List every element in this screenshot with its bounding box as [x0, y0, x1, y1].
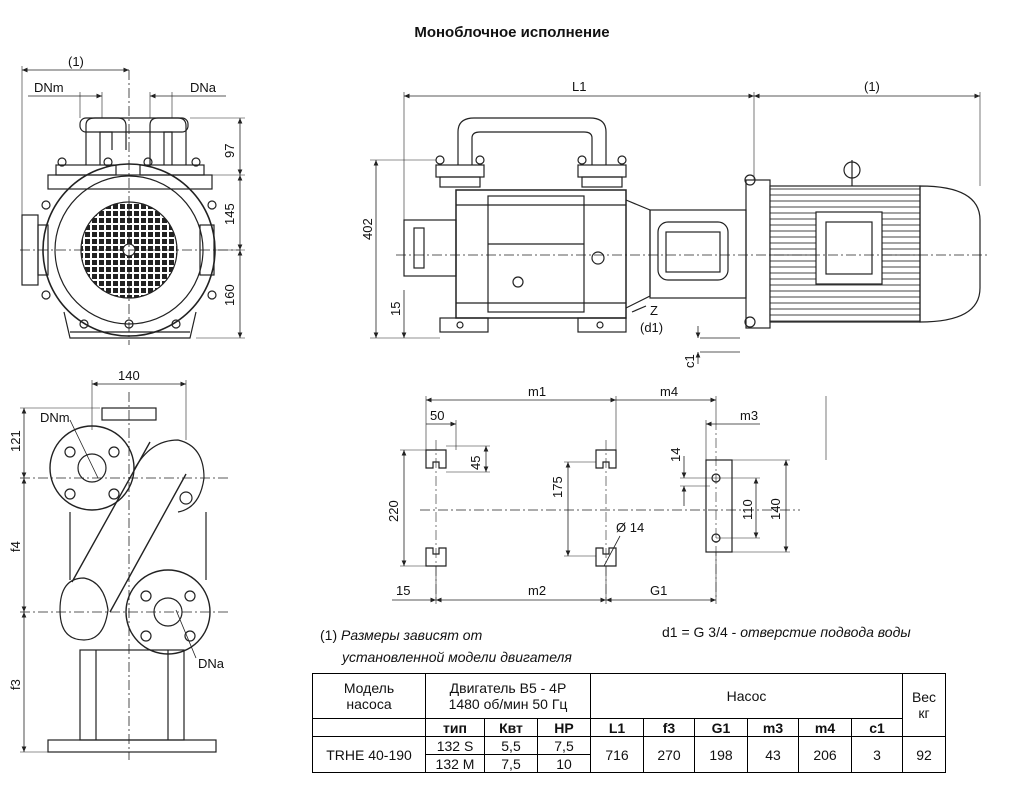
plan-view-labels: 140 121 DNm f4 f3 DNa [8, 368, 225, 690]
d1-label: d1 = G 3/4 - [662, 624, 737, 640]
cell-f3: 270 [643, 736, 695, 773]
footnote-line-1: (1) Размеры зависят от [320, 627, 482, 643]
weight-header: Вес кг [902, 673, 946, 737]
dim-side-402: 402 [360, 218, 375, 240]
dim-base-140: 140 [768, 498, 783, 520]
dim-side-c1: c1 [682, 354, 697, 368]
footnote-text-1: Размеры зависят от [341, 627, 483, 643]
base-plan [392, 396, 827, 604]
col-f3: f3 [643, 718, 695, 737]
dim-side-1: (1) [864, 79, 880, 94]
cell-hp-1: 7,5 [537, 736, 591, 755]
cell-kw-2: 7,5 [484, 754, 538, 773]
dim-side-z: Z [650, 303, 658, 318]
col-c1: c1 [851, 718, 903, 737]
dim-base-m3: m3 [740, 408, 758, 423]
cell-type-1: 132 S [425, 736, 485, 755]
model-subheader-blank [312, 718, 426, 737]
motor-header: Двигатель B5 - 4P 1480 об/мин 50 Гц [425, 673, 591, 719]
dim-front-97: 97 [222, 144, 237, 158]
footnote-number: (1) [320, 627, 338, 643]
dim-base-m1: m1 [528, 384, 546, 399]
cell-model: TRHE 40-190 [312, 736, 426, 773]
dim-front-145: 145 [222, 203, 237, 225]
d1-note: d1 = G 3/4 - отверстие подвода воды [662, 624, 911, 640]
col-hp: HP [537, 718, 591, 737]
dim-front-dnm: DNm [34, 80, 64, 95]
cell-m4: 206 [798, 736, 852, 773]
front-view [20, 66, 245, 345]
cell-g1: 198 [694, 736, 748, 773]
footnote-line-2: установленной модели двигателя [342, 649, 572, 665]
dim-front-1: (1) [68, 54, 84, 69]
col-kw: Квт [484, 718, 538, 737]
pump-header: Насос [590, 673, 903, 719]
dim-side-d1: (d1) [640, 320, 663, 335]
dim-plan-121: 121 [8, 430, 23, 452]
dim-plan-dna: DNa [198, 656, 225, 671]
dim-base-m2: m2 [528, 583, 546, 598]
col-type: тип [425, 718, 485, 737]
dim-front-dna: DNa [190, 80, 217, 95]
spec-table: Модель насоса Двигатель B5 - 4P 1480 об/… [312, 673, 946, 773]
dim-base-45: 45 [468, 456, 483, 470]
dim-base-15: 15 [396, 583, 410, 598]
dim-base-175: 175 [550, 476, 565, 498]
d1-text: отверстие подвода воды [740, 624, 911, 640]
dim-plan-f3: f3 [8, 679, 23, 690]
col-m4: m4 [798, 718, 852, 737]
page-title: Моноблочное исполнение [414, 24, 610, 41]
dim-side-15: 15 [388, 302, 403, 316]
col-m3: m3 [747, 718, 799, 737]
dim-plan-140: 140 [118, 368, 140, 383]
dim-base-50: 50 [430, 408, 444, 423]
dim-base-14: 14 [668, 448, 683, 462]
cell-type-2: 132 M [425, 754, 485, 773]
cell-c1: 3 [851, 736, 903, 773]
side-view [370, 92, 990, 364]
dim-front-160: 160 [222, 284, 237, 306]
dim-side-l1: L1 [572, 79, 586, 94]
cell-weight: 92 [902, 736, 946, 773]
cell-kw-1: 5,5 [484, 736, 538, 755]
dim-base-220: 220 [386, 500, 401, 522]
cell-hp-2: 10 [537, 754, 591, 773]
dim-base-m4: m4 [660, 384, 678, 399]
dim-plan-f4: f4 [8, 541, 23, 552]
col-g1: G1 [694, 718, 748, 737]
footnote-text-2: установленной модели двигателя [342, 649, 572, 665]
base-plan-labels: m1 m4 m3 50 45 14 175 220 110 140 Ø 14 1… [386, 384, 783, 598]
side-view-labels: L1 (1) 402 15 Z (d1) c1 [360, 79, 880, 368]
col-l1: L1 [590, 718, 644, 737]
cell-m3: 43 [747, 736, 799, 773]
plan-view [20, 380, 230, 760]
dim-plan-dnm: DNm [40, 410, 70, 425]
model-header: Модель насоса [312, 673, 426, 719]
front-view-labels: (1) DNm DNa 97 145 160 [34, 54, 237, 306]
dim-base-phi14: Ø 14 [616, 520, 644, 535]
cell-l1: 716 [590, 736, 644, 773]
dim-base-g1: G1 [650, 583, 667, 598]
dim-base-110: 110 [740, 499, 755, 520]
